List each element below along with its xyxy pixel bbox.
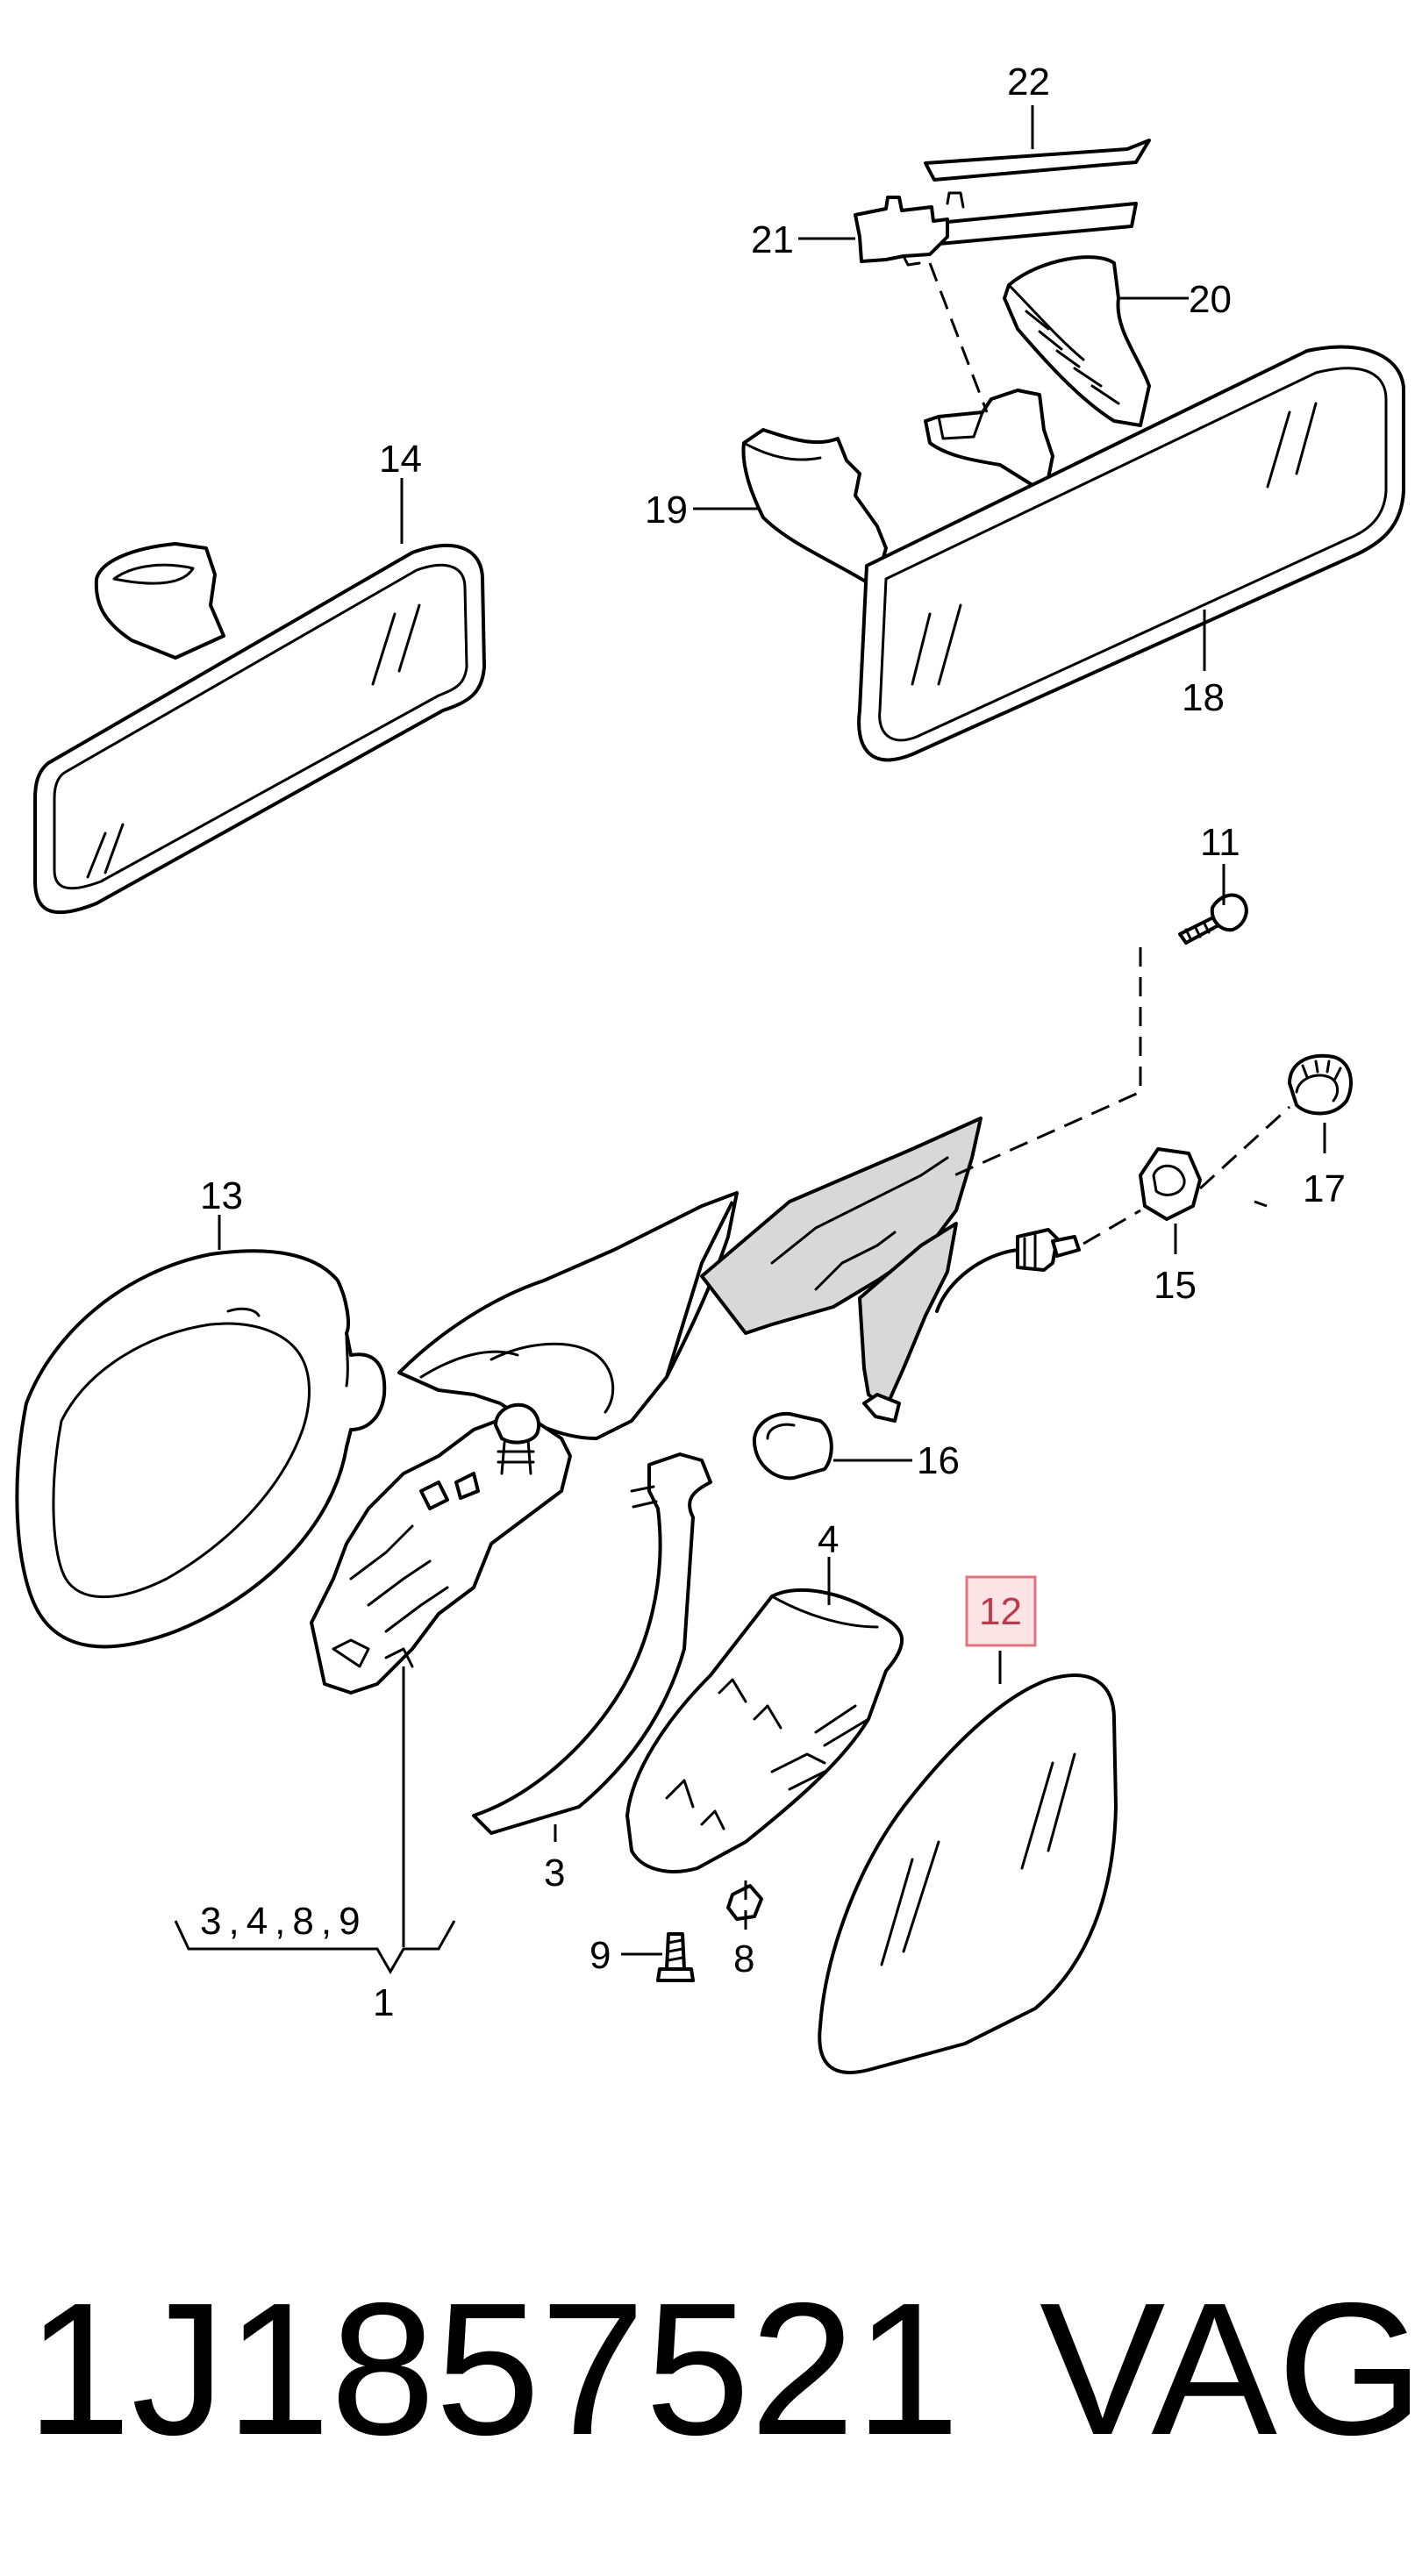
part-18-interior-mirror	[857, 345, 1405, 762]
mirror-base-mount	[397, 1191, 739, 1440]
part-11-screw	[1178, 893, 1248, 945]
part-1-frame-assembly	[310, 1402, 572, 1695]
highlight-box	[965, 1575, 1037, 1647]
part-9-screw	[656, 1932, 695, 1982]
part-16-socket	[752, 1411, 833, 1481]
assembly-dashed-lines	[744, 262, 1291, 1930]
callout-22: 22	[1007, 61, 1050, 103]
leader-lines	[174, 105, 1326, 1975]
callout-13: 13	[200, 1174, 243, 1217]
part-3-seal-strip	[472, 1452, 712, 1835]
callout-20: 20	[1189, 278, 1232, 321]
callout-8: 8	[733, 1937, 754, 1980]
callout-4: 4	[818, 1518, 839, 1561]
callout-21: 21	[751, 218, 794, 261]
callout-18: 18	[1182, 676, 1225, 719]
callout-12-highlight: 12	[965, 1575, 1037, 1647]
part-13-housing-cap	[15, 1249, 387, 1649]
callout-19: 19	[645, 489, 688, 532]
part-21-mount-clip	[854, 191, 1138, 267]
cable-assembly	[935, 1228, 1081, 1313]
footer: 1J1857521 VAG	[26, 2263, 1422, 2474]
part-15-nut	[1139, 1147, 1202, 1221]
callout-group-1-contents: 3,4,8,9	[200, 1900, 368, 1943]
callout-14: 14	[379, 438, 422, 481]
callout-16: 16	[917, 1439, 960, 1482]
part-17-knob	[1288, 1053, 1353, 1116]
callout-11: 11	[1200, 821, 1240, 864]
part-22-cover-strip	[924, 139, 1151, 182]
part-4-back-plate	[625, 1588, 904, 1873]
callout-17: 17	[1303, 1167, 1346, 1210]
part-8-clip	[726, 1884, 763, 1921]
part-12-mirror-glass	[818, 1673, 1118, 2074]
part-20-mount-cover	[1003, 255, 1151, 427]
callout-15: 15	[1154, 1264, 1197, 1307]
callout-9: 9	[590, 1934, 611, 1977]
callout-3: 3	[544, 1852, 565, 1895]
part-number: 1J1857521	[26, 2263, 960, 2474]
callout-12: 12	[979, 1590, 1022, 1633]
callout-1: 1	[373, 1981, 394, 2024]
part-14-interior-mirror	[33, 542, 486, 915]
callout-labels: 22 21 20 14 19 18 11 13 17 15 16 4 3 9 8…	[200, 61, 1346, 2024]
base-plate-gasket	[700, 1117, 983, 1423]
brand-name: VAG	[1040, 2263, 1422, 2474]
part-clip-lower	[924, 389, 1054, 489]
part-19-mount-cover	[741, 428, 888, 585]
